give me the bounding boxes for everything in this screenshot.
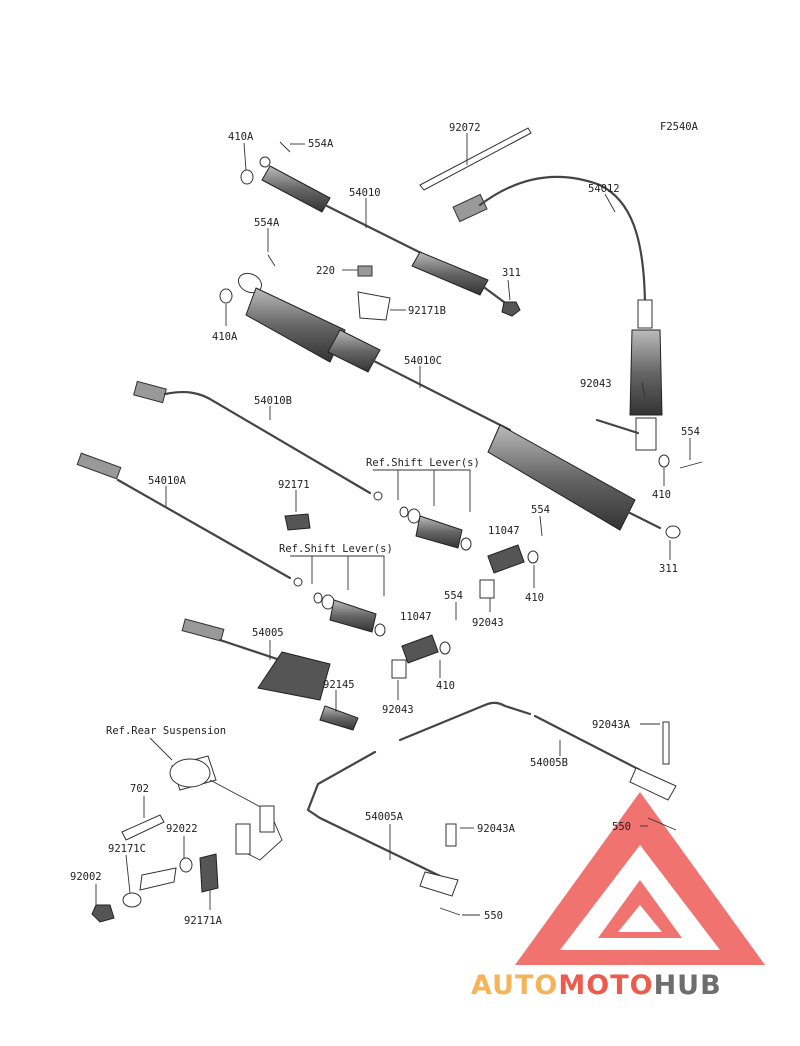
- svg-text:AUTOMOTOHUB: AUTOMOTOHUB: [471, 970, 722, 1001]
- part-label-92022: 92022: [166, 823, 198, 835]
- rear-suspension-assembly: [91, 755, 283, 923]
- part-label-554A-mid: 554A: [254, 217, 280, 229]
- part-label-410-lower: 410: [436, 680, 455, 692]
- watermark-logo-triangle: [515, 792, 765, 965]
- shift-lever-assembly-lower: [313, 592, 451, 679]
- part-label-92171A: 92171A: [184, 915, 223, 927]
- cable-54010A: [76, 452, 303, 587]
- part-label-220: 220: [316, 265, 335, 277]
- washer-410-right: [658, 454, 670, 468]
- holder-92171: [284, 513, 311, 531]
- part-label-54010C: 54010C: [404, 355, 442, 367]
- pin-550-bottom: [439, 907, 461, 916]
- diagram-code: F2540A: [660, 121, 699, 133]
- part-label-54005B: 54005B: [530, 757, 568, 769]
- cable-54005: [181, 618, 359, 731]
- ref-rear-suspension: Ref.Rear Suspension: [106, 725, 226, 737]
- part-label-410A-mid: 410A: [212, 331, 238, 343]
- part-label-554-lower: 554: [444, 590, 463, 602]
- part-label-54010B: 54010B: [254, 395, 292, 407]
- part-label-410-right: 410: [652, 489, 671, 501]
- part-label-410-upper: 410: [525, 592, 544, 604]
- part-label-92043-right: 92043: [580, 378, 612, 390]
- part-label-554-right: 554: [681, 426, 700, 438]
- part-label-311-top: 311: [502, 267, 521, 279]
- part-label-92171B: 92171B: [408, 305, 446, 317]
- ref-shift-lever-upper: Ref.Shift Lever(s): [366, 457, 480, 469]
- pin-554A-top: [279, 141, 291, 153]
- cable-54010: [259, 156, 510, 307]
- clamp-92171B: [357, 291, 391, 321]
- part-label-554A-top: 554A: [308, 138, 334, 150]
- cable-tie-92072: [419, 127, 532, 191]
- part-label-92043-upper: 92043: [472, 617, 504, 629]
- part-label-54012: 54012: [588, 183, 620, 195]
- part-label-92072: 92072: [449, 122, 481, 134]
- part-label-92171: 92171: [278, 479, 310, 491]
- part-label-92002: 92002: [70, 871, 102, 883]
- part-label-92043A-top: 92043A: [592, 719, 631, 731]
- cable-54012: [452, 175, 663, 451]
- part-label-92145: 92145: [323, 679, 355, 691]
- part-label-92171C: 92171C: [108, 843, 146, 855]
- watermark-wordmark: AUTOMOTOHUB: [471, 970, 722, 1001]
- watermark-text-auto: AUTO: [471, 970, 558, 1001]
- part-label-554-upper: 554: [531, 504, 550, 516]
- cable-54005B: [398, 701, 677, 801]
- leader-lines: [95, 133, 691, 916]
- part-label-54010: 54010: [349, 187, 381, 199]
- ref-shift-lever-lower: Ref.Shift Lever(s): [279, 543, 393, 555]
- part-label-54005A: 54005A: [365, 811, 404, 823]
- part-label-11047-lower: 11047: [400, 611, 432, 623]
- part-label-92043A-mid: 92043A: [477, 823, 516, 835]
- part-label-702: 702: [130, 783, 149, 795]
- washer-410A-mid: [219, 288, 233, 304]
- washer-410A-top: [240, 169, 254, 185]
- cable-54010C: [237, 272, 662, 531]
- part-label-11047-upper: 11047: [488, 525, 520, 537]
- part-label-92043-lower: 92043: [382, 704, 414, 716]
- part-label-54005: 54005: [252, 627, 284, 639]
- part-label-550-bottom: 550: [484, 910, 503, 922]
- part-label-410A-top: 410A: [228, 131, 254, 143]
- watermark-text-hub: HUB: [654, 970, 722, 1001]
- cable-54005A: [306, 750, 459, 897]
- part-label-550-right: 550: [612, 821, 631, 833]
- watermark-text-moto: MOTO: [558, 970, 653, 1001]
- pin-554A-mid: [267, 254, 276, 267]
- cable-54010B: [133, 380, 383, 501]
- nut-311-top: [501, 301, 521, 317]
- bolt-220: [357, 265, 373, 277]
- part-label-311-bottom: 311: [659, 563, 678, 575]
- shift-lever-assembly-upper: [399, 506, 539, 599]
- pin-554-right: [679, 461, 703, 469]
- nut-311-bottom: [665, 525, 681, 539]
- part-label-54010A: 54010A: [148, 475, 187, 487]
- pin-550-right: [647, 817, 677, 831]
